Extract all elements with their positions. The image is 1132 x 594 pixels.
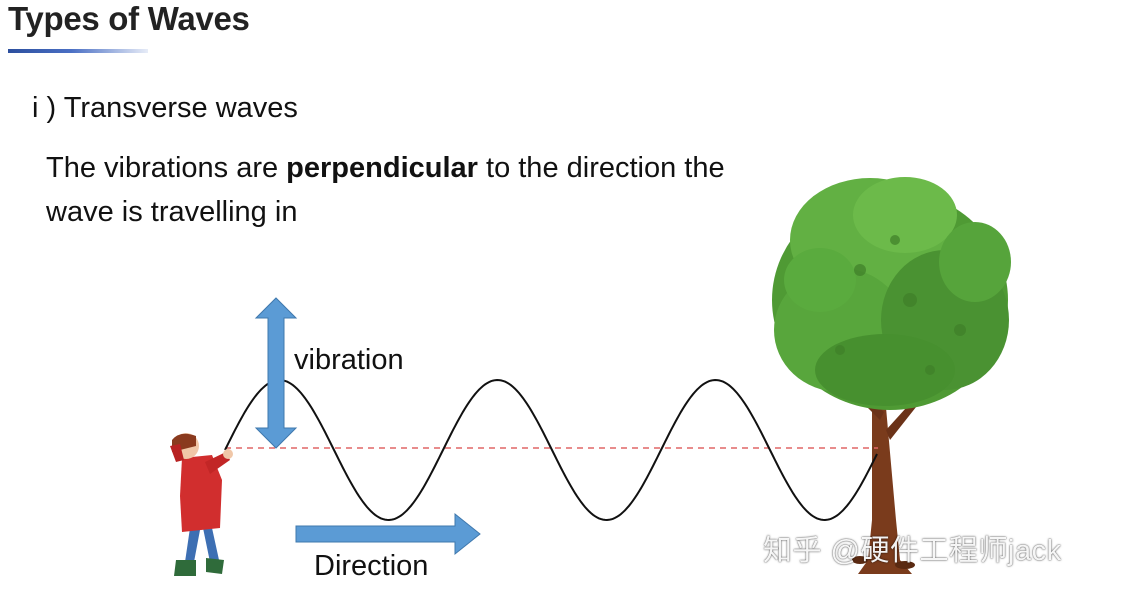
- title-underline: [8, 49, 148, 53]
- direction-arrow-icon: [295, 512, 481, 556]
- vibration-arrow-icon: [254, 297, 298, 449]
- direction-label: Direction: [314, 550, 429, 582]
- slide-title: Types of Waves: [8, 0, 250, 37]
- section-subtitle: i ) Transverse waves: [32, 92, 298, 124]
- description-prefix: The vibrations are: [46, 152, 287, 184]
- vibration-label: vibration: [294, 344, 404, 376]
- description-suffix: to the direction the: [477, 152, 725, 184]
- tree-icon: [772, 177, 1011, 574]
- watermark: 知乎 @硬件工程师jack: [763, 535, 1062, 567]
- person-icon: [170, 433, 233, 576]
- wave-curve: [224, 378, 878, 522]
- description-line2: wave is travelling in: [46, 196, 298, 228]
- description-text: The vibrations are perpendicular to the …: [46, 146, 866, 234]
- description-emphasis: perpendicular: [286, 152, 478, 184]
